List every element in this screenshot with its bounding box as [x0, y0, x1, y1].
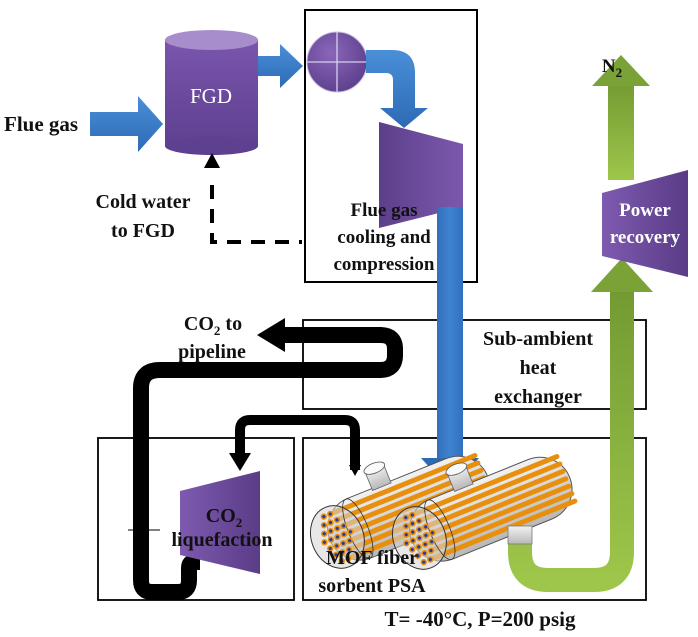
fiber-bore [417, 519, 421, 523]
fiber-bore [410, 547, 414, 552]
n2-label: N2 [602, 56, 622, 80]
fiber-bore [404, 533, 408, 537]
co2-pipeline-stream [133, 318, 403, 600]
operating-conditions-label: T= -40°C, P=200 psig [384, 607, 576, 631]
compressor [379, 122, 463, 228]
fiber-bore [340, 550, 345, 554]
psa-label-1: MOF fiber [326, 547, 418, 569]
fiber-bore [322, 523, 326, 527]
flue-gas-label: Flue gas [4, 112, 78, 136]
liquefaction-label-2: liquefaction [171, 529, 272, 551]
fiber-bore [335, 518, 339, 522]
psa-outlet-nozzle [507, 525, 533, 545]
fgd-label: FGD [190, 84, 232, 108]
fiber-bore [417, 536, 422, 540]
flue-gas-pipe [437, 207, 463, 462]
power-recovery-label-2: recovery [610, 227, 681, 248]
fiber-bore [335, 526, 339, 531]
fiber-bore [341, 541, 345, 545]
fiber-bore [404, 541, 409, 545]
fiber [428, 491, 575, 554]
fiber-bore [417, 545, 421, 549]
psa-vessel-2 [391, 454, 578, 570]
cooling-compression-box [304, 9, 478, 283]
n2-stream [508, 55, 653, 592]
mixer-sphere [306, 31, 368, 93]
n2-label-main: N [602, 56, 616, 77]
co2-liquefaction-compressor [180, 471, 260, 574]
cold-water-label-2: to FGD [111, 220, 175, 242]
fiber-bore [410, 521, 415, 526]
fiber-bore [342, 532, 346, 536]
fiber-bore [328, 546, 332, 551]
co2-pipeline-label-1: CO2 to [184, 313, 242, 338]
cold-water-arrowhead [204, 153, 220, 168]
psa-box [302, 437, 647, 601]
cooling-label-3: compression [334, 254, 435, 275]
fiber-bore [423, 542, 427, 546]
co2-pipeline-to: to [220, 313, 242, 335]
fiber [331, 453, 478, 516]
co2-pipeline-sub: 2 [214, 323, 221, 338]
co2-liquefaction-stream [229, 415, 361, 476]
fiber-bore [329, 529, 333, 533]
fiber-bore [340, 559, 344, 563]
power-recovery-label-1: Power [619, 200, 671, 221]
fiber-bore [422, 551, 427, 555]
fiber-bore [410, 513, 414, 517]
fiber-bore [335, 535, 340, 539]
fiber-bore [348, 539, 352, 543]
cooling-label-1: Flue gas [350, 200, 417, 221]
fiber-bore [348, 530, 352, 534]
liq-sub: 2 [236, 515, 243, 530]
fiber-bore [328, 512, 332, 516]
fiber-bore [328, 520, 333, 525]
fiber-bore [342, 524, 346, 528]
fiber-bore [346, 556, 350, 561]
fiber-bore [416, 554, 420, 558]
cooling-label-2: cooling and [337, 227, 431, 248]
fiber [422, 476, 569, 539]
fiber-bore [411, 539, 415, 543]
liquefaction-label-1: CO2 [206, 505, 243, 530]
fiber-bore [335, 544, 339, 548]
fiber-bore [428, 557, 432, 562]
fiber [431, 498, 578, 561]
fiber-bore [329, 538, 333, 542]
fiber [413, 454, 560, 517]
flue-gas-inlet-arrow [90, 96, 163, 152]
fiber-bore [404, 524, 408, 528]
fiber-bore [430, 540, 434, 544]
fiber-bore [347, 547, 351, 552]
n2-label-sub: 2 [616, 65, 623, 80]
fiber-bore [429, 548, 433, 553]
fiber-bore [422, 560, 426, 564]
liq-co: CO [206, 505, 236, 527]
fiber-bore [322, 532, 326, 536]
fiber-bore [322, 515, 326, 519]
fgd-vessel [165, 30, 258, 155]
flue-gas-bend-arrow [366, 50, 428, 128]
hx-label-1: Sub-ambient [483, 328, 593, 350]
co2-pipeline-label-2: pipeline [178, 341, 246, 363]
fiber-bore [322, 540, 327, 544]
hx-label-3: exchanger [494, 386, 582, 408]
co2-pipeline-co: CO [184, 313, 214, 335]
liquefaction-box [97, 437, 295, 601]
fiber-bore [334, 553, 338, 557]
power-recovery-expander [602, 170, 688, 277]
fiber-bore [424, 525, 428, 529]
fiber-bore [424, 533, 428, 537]
fgd-outlet-arrow [258, 44, 303, 88]
cold-water-label-1: Cold water [96, 191, 191, 213]
hx-label-2: heat [520, 357, 557, 379]
psa-label-2: sorbent PSA [318, 575, 426, 597]
fiber-bore [404, 516, 408, 520]
fiber-bore [430, 531, 434, 535]
cold-water-line [204, 153, 302, 244]
fiber-bore [411, 530, 415, 534]
fiber [416, 461, 563, 524]
fiber-bore [417, 527, 421, 532]
